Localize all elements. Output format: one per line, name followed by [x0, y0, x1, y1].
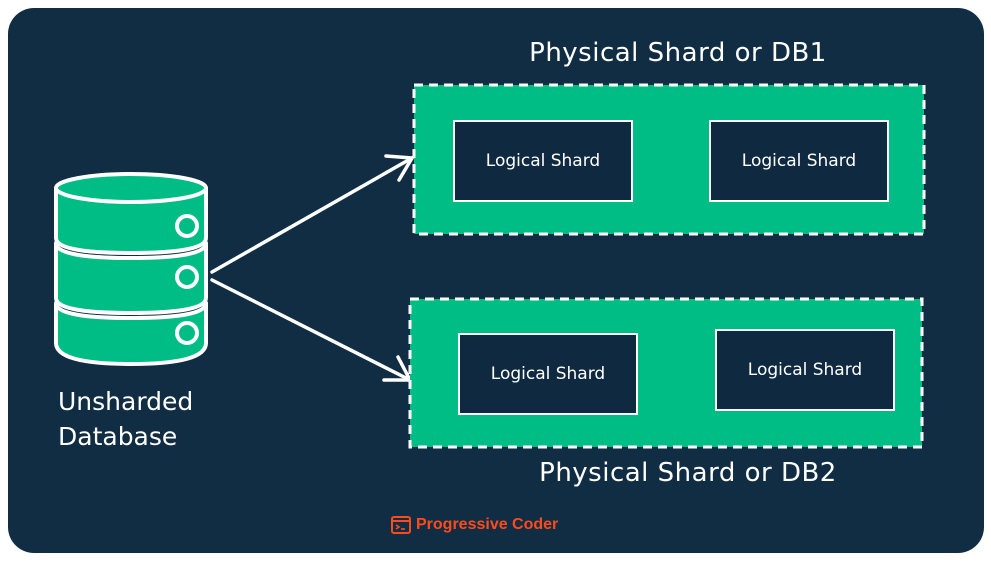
db-indicator-light — [175, 214, 199, 238]
diagram-canvas: Physical Shard or DB1 Logical Shard Logi… — [8, 8, 984, 553]
db-label-line1: Unsharded — [58, 387, 194, 416]
physical-shard-db2-title: Physical Shard or DB2 — [539, 458, 837, 488]
logical-shard-label: Logical Shard — [485, 151, 601, 171]
logical-shard-box: Logical Shard — [715, 329, 895, 411]
logical-shard-label: Logical Shard — [741, 151, 857, 171]
logical-shard-box: Logical Shard — [709, 120, 889, 202]
db-indicator-light — [175, 265, 199, 289]
arrow-to-db1-head — [384, 154, 414, 182]
db-indicator-light — [175, 321, 199, 345]
unsharded-database-label: Unsharded Database — [58, 384, 258, 454]
terminal-window-icon — [391, 516, 411, 534]
shard-arrows — [210, 154, 414, 382]
db-label-line2: Database — [58, 422, 178, 451]
logical-shard-label: Logical Shard — [747, 360, 863, 380]
arrow-to-db1 — [210, 156, 414, 274]
logical-shard-label: Logical Shard — [490, 364, 606, 384]
database-icon — [54, 172, 208, 366]
logical-shard-box: Logical Shard — [458, 333, 638, 415]
brand-name: Progressive Coder — [416, 516, 559, 533]
arrow-to-db2 — [210, 278, 412, 382]
brand-logo: Progressive Coder — [391, 516, 558, 534]
logical-shard-box: Logical Shard — [453, 120, 633, 202]
physical-shard-db1-title: Physical Shard or DB1 — [529, 38, 827, 68]
